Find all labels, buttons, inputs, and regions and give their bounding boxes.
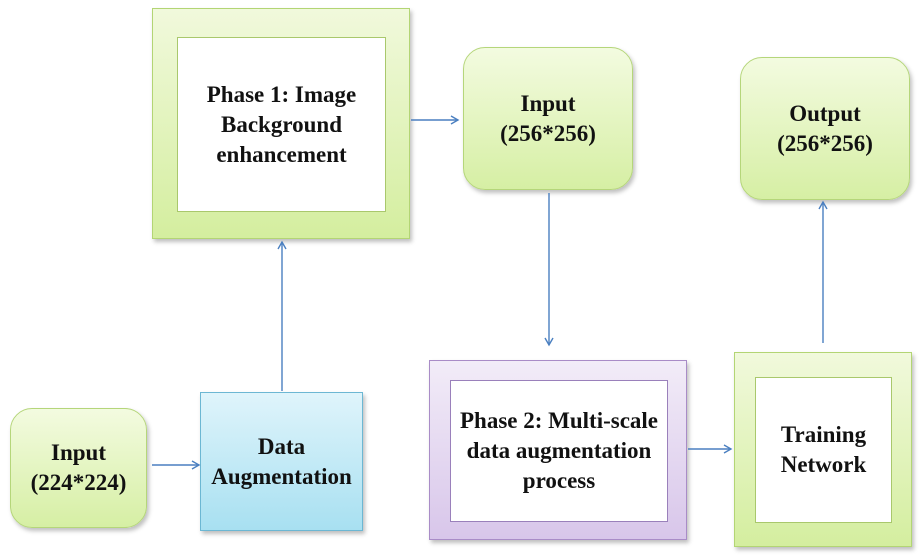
- phase1-label: Phase 1: Image Background enhancement: [206, 81, 357, 167]
- phase2-box: Phase 2: Multi-scale data augmentation p…: [429, 360, 687, 540]
- input-256-label: Input (256*256): [500, 90, 596, 146]
- phase1-inner: Phase 1: Image Background enhancement: [177, 37, 386, 212]
- phase2-inner: Phase 2: Multi-scale data augmentation p…: [450, 380, 668, 522]
- training-network-inner: Training Network: [755, 377, 892, 523]
- input-224-box: Input (224*224): [10, 408, 147, 528]
- input-224-label: Input (224*224): [30, 440, 127, 495]
- phase1-box: Phase 1: Image Background enhancement: [152, 8, 410, 239]
- phase2-label: Phase 2: Multi-scale data augmentation p…: [459, 408, 658, 493]
- output-256-label: Output (256*256): [777, 100, 873, 156]
- training-network-label: Training Network: [780, 422, 867, 477]
- output-256-box: Output (256*256): [740, 57, 910, 200]
- training-network-box: Training Network: [734, 352, 912, 547]
- input-256-box: Input (256*256): [463, 47, 633, 190]
- data-augmentation-label: Data Augmentation: [211, 433, 352, 489]
- data-augmentation-box: Data Augmentation: [200, 392, 363, 531]
